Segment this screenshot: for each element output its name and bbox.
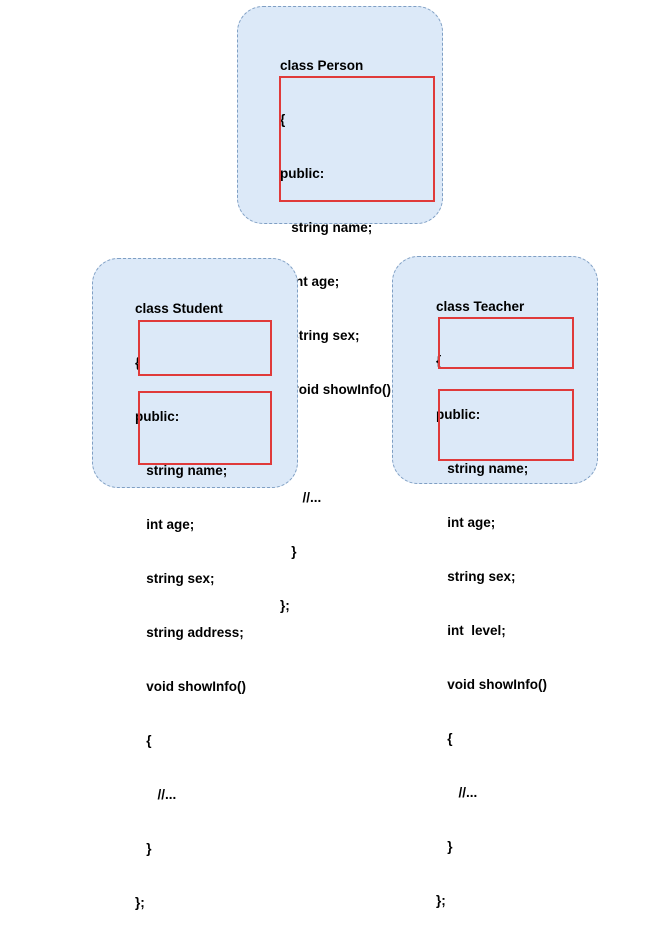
student-line-1: {	[135, 355, 141, 370]
teacher-line-5: string sex;	[436, 569, 516, 584]
teacher-line-9: //...	[436, 785, 478, 800]
teacher-class-box	[392, 256, 598, 484]
student-line-4: int age;	[135, 517, 195, 532]
person-line-1: {	[280, 112, 286, 127]
teacher-fields-highlight	[438, 317, 574, 369]
student-line-5: string sex;	[135, 571, 215, 586]
student-line-2: public:	[135, 409, 180, 424]
teacher-line-4: int age;	[436, 515, 496, 530]
teacher-line-6: int level;	[436, 623, 506, 638]
teacher-line-11: };	[436, 893, 446, 908]
student-class-box	[92, 258, 298, 488]
teacher-line-2: public:	[436, 407, 481, 422]
student-line-11: };	[135, 895, 145, 910]
teacher-line-8: {	[436, 731, 453, 746]
teacher-line-3: string name;	[436, 461, 529, 476]
teacher-method-highlight	[438, 389, 574, 461]
student-line-0: class Student	[135, 301, 223, 316]
teacher-line-7: void showInfo()	[436, 677, 547, 692]
person-line-0: class Person	[280, 58, 364, 73]
teacher-line-10: }	[436, 839, 453, 854]
person-line-2: public:	[280, 166, 325, 181]
student-line-7: void showInfo()	[135, 679, 246, 694]
person-line-10: };	[280, 598, 290, 613]
student-line-10: }	[135, 841, 152, 856]
person-line-6: void showInfo()	[280, 382, 391, 397]
student-method-highlight	[138, 391, 272, 465]
student-line-9: //...	[135, 787, 177, 802]
student-line-6: string address;	[135, 625, 244, 640]
person-line-3: string name;	[280, 220, 373, 235]
person-line-9: }	[280, 544, 297, 559]
person-line-8: //...	[280, 490, 322, 505]
person-line-5: string sex;	[280, 328, 360, 343]
student-line-3: string name;	[135, 463, 228, 478]
person-class-box	[237, 6, 443, 224]
student-fields-highlight	[138, 320, 272, 376]
person-members-highlight	[279, 76, 435, 202]
student-line-8: {	[135, 733, 152, 748]
teacher-line-0: class Teacher	[436, 299, 525, 314]
